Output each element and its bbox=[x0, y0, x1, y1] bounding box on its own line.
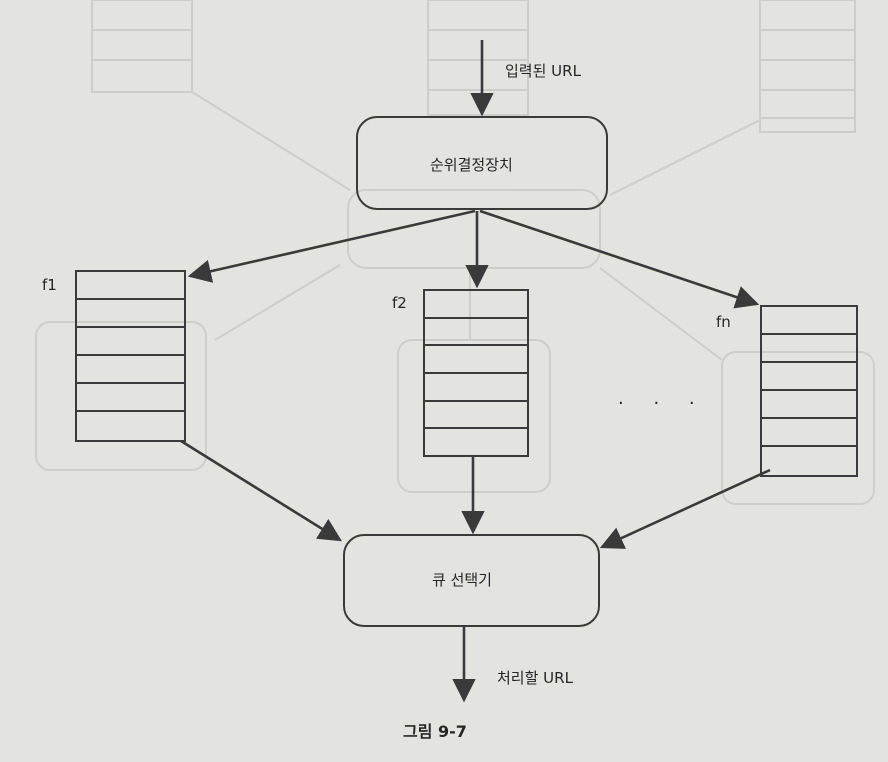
queue-f2-label: f2 bbox=[392, 294, 407, 312]
arrow-prioritizer-to-fn bbox=[479, 209, 760, 309]
prioritizer-label: 순위결정장치 bbox=[430, 156, 513, 174]
figure-caption: 그림 9-7 bbox=[403, 722, 467, 741]
arrow-fn-to-selector bbox=[599, 468, 771, 549]
arrow-prioritizer-to-f1 bbox=[187, 209, 476, 283]
ghost-background bbox=[35, 0, 875, 505]
input-url-label: 입력된 URL bbox=[505, 62, 581, 80]
queue-fn bbox=[760, 305, 858, 477]
output-url-label: 처리할 URL bbox=[497, 669, 573, 687]
queue-f1-label: f1 bbox=[42, 276, 57, 294]
queue-selector-label: 큐 선택기 bbox=[432, 571, 492, 589]
arrow-f1-to-selector bbox=[180, 439, 342, 542]
queue-selector-box bbox=[343, 534, 600, 627]
ellipsis-more-queues: . . . bbox=[618, 388, 707, 409]
queue-f2 bbox=[423, 289, 529, 457]
queue-f1 bbox=[75, 270, 186, 442]
prioritizer-box bbox=[356, 116, 608, 210]
queue-fn-label: fn bbox=[716, 313, 731, 331]
